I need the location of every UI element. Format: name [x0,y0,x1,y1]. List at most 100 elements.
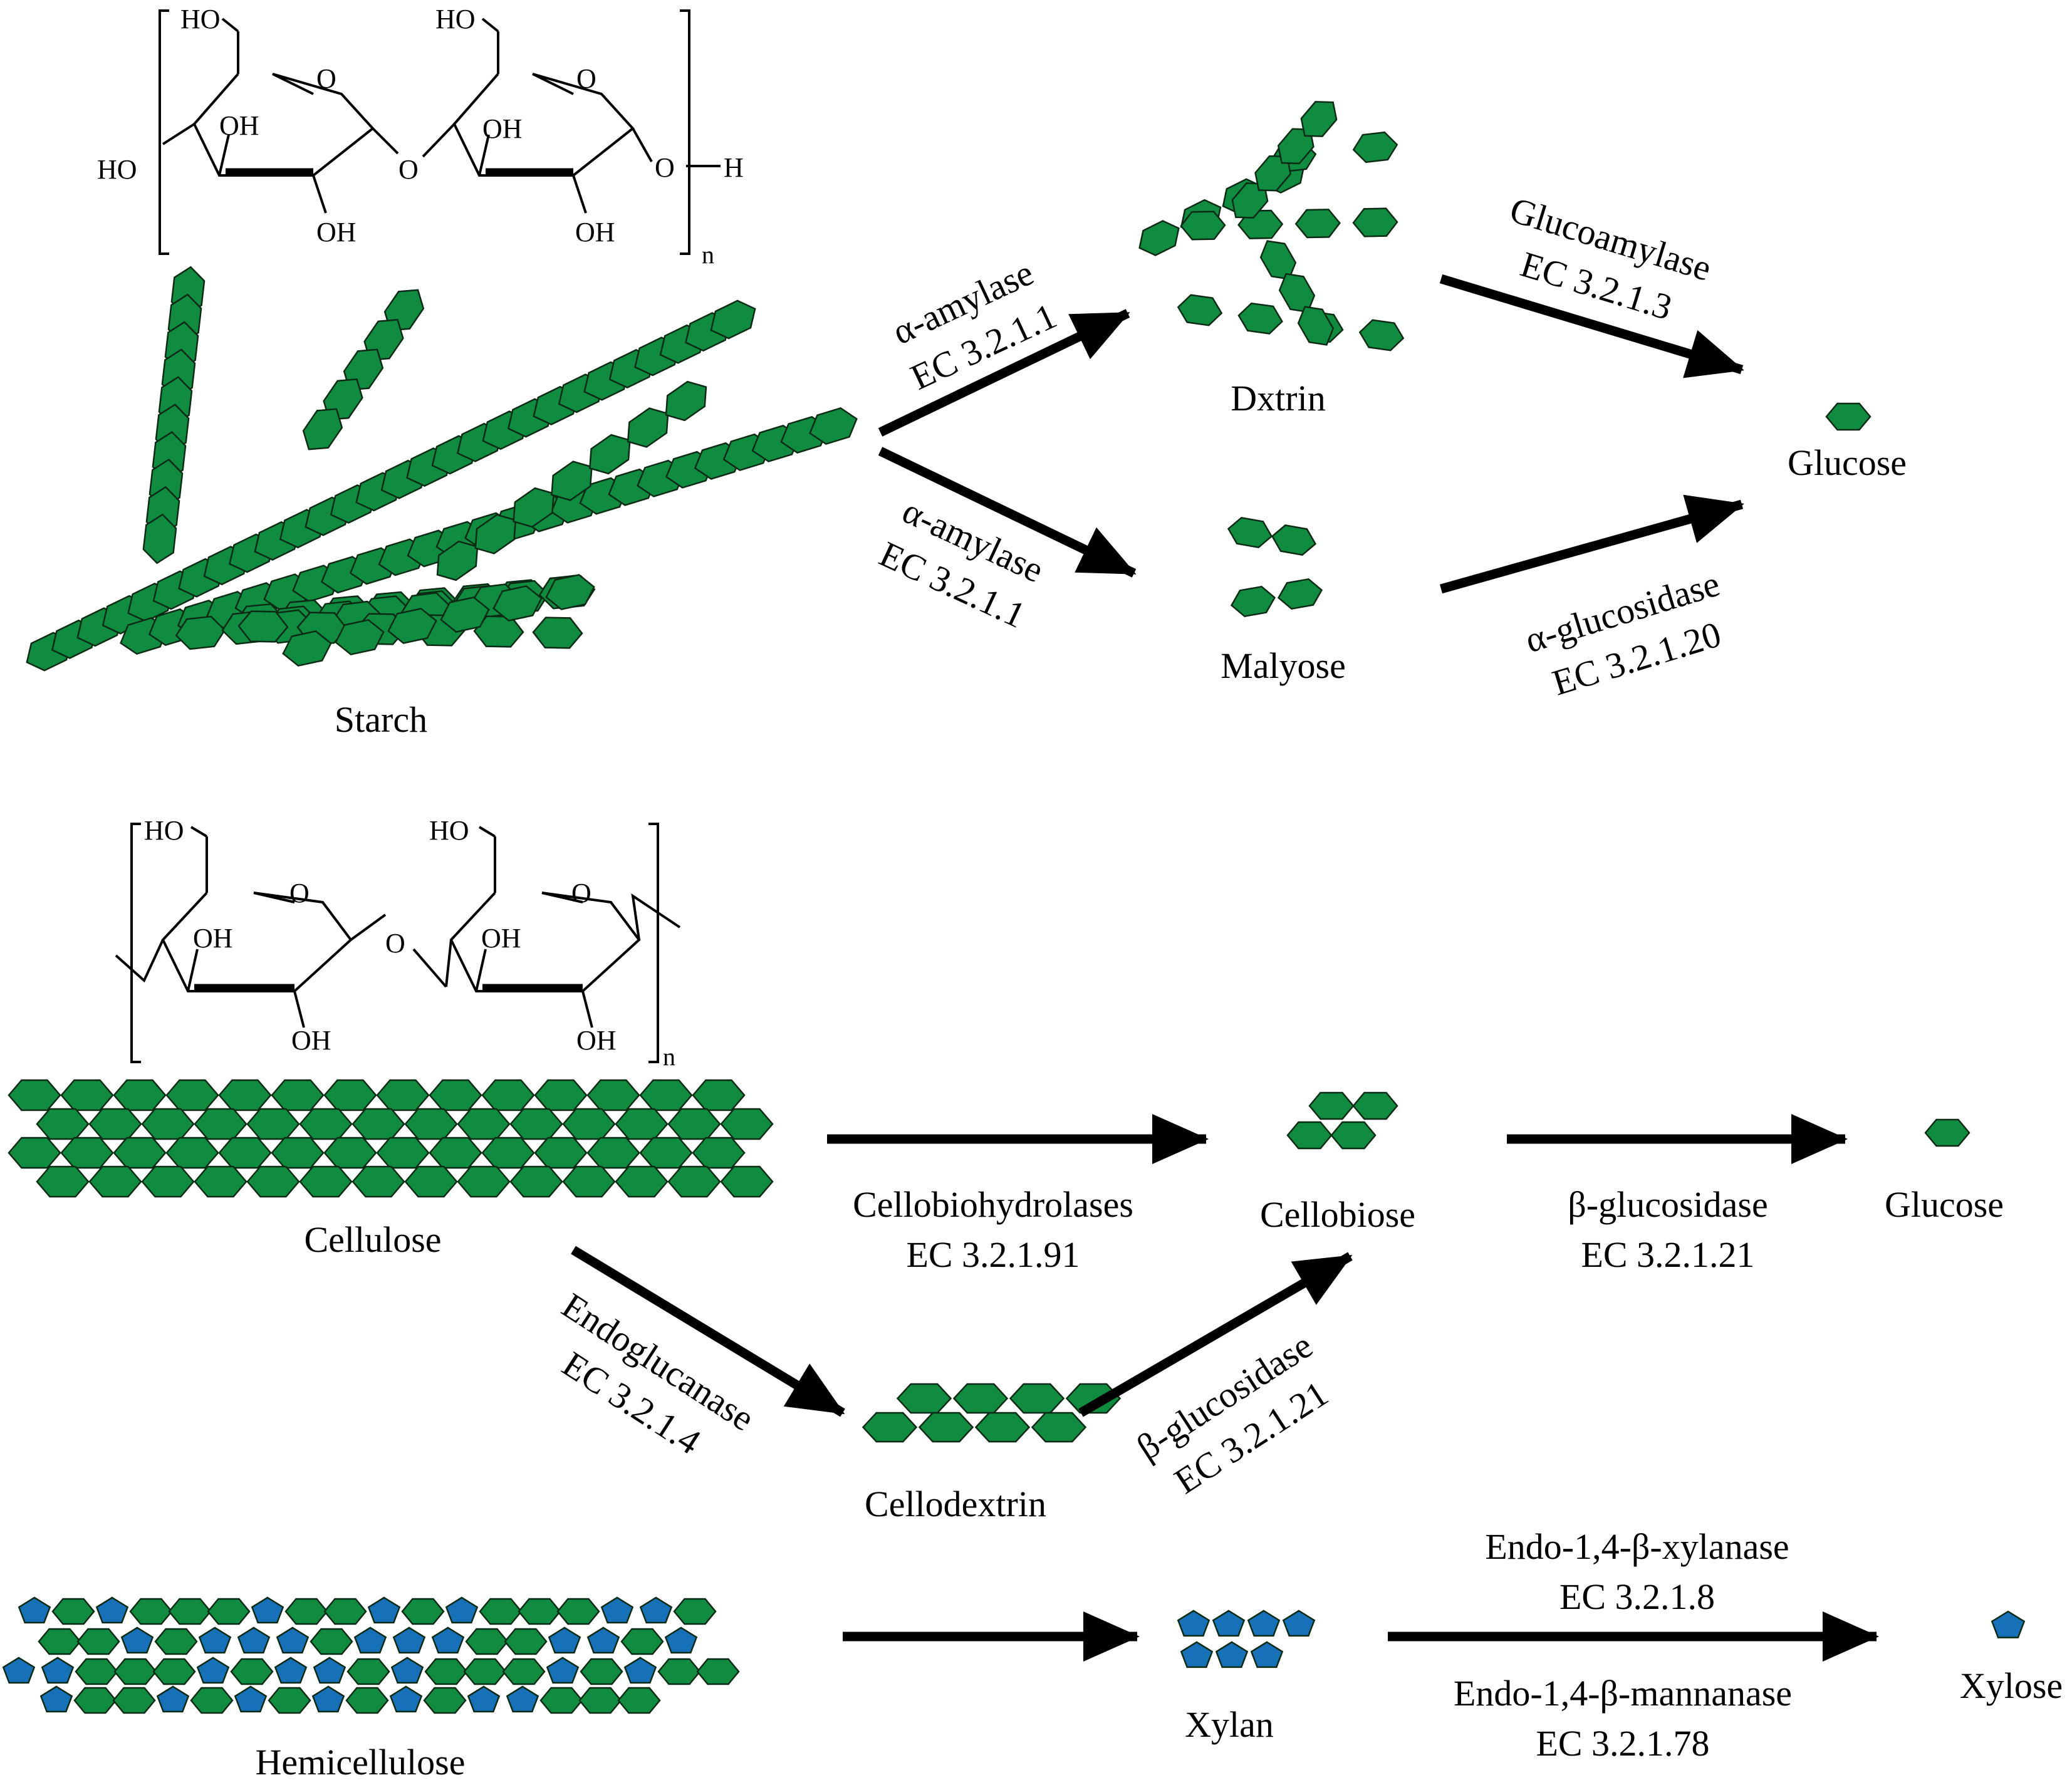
starch-ho-left: HO [97,154,137,185]
glucose-unit [376,1079,430,1111]
glucose-unit [218,1137,272,1169]
xylose-unit [1991,1610,2026,1638]
glucose-unit [562,1165,616,1198]
starch-bridge-o: O [398,154,419,185]
xylose-unit [313,1657,346,1684]
glucose-unit [282,630,332,667]
glucose-unit [323,1137,377,1169]
glucose-unit [918,1412,974,1443]
glucose-unit [504,1628,548,1655]
endoglucanase-tag: Endoglucanase EC 3.2.1.4 [555,1285,762,1462]
cellulose-molecule [8,1079,774,1198]
cellulose-oh-d: OH [576,1025,617,1056]
glucose-unit [1330,1121,1377,1150]
glucose-unit [473,615,524,648]
glucose-unit [1230,585,1276,618]
glucose-unit [129,1598,173,1625]
glucose-unit [580,1658,623,1685]
glucose-unit [299,1165,353,1198]
glucose-unit [88,1165,142,1198]
glucose-unit [1227,516,1273,549]
xylose-unit [1250,1641,1284,1668]
hemicellulose-molecule [2,1596,740,1714]
glucose-unit [323,1079,377,1111]
mannanase-enzyme: Endo-1,4-β-mannanase [1454,1673,1792,1714]
glucose-unit [1065,1383,1122,1414]
glucose-unit [154,1628,198,1655]
glucose-unit [1294,209,1341,239]
arrow-starch-to-maltose [878,447,1137,578]
glucose-molecule-cellulose [1924,1118,1970,1147]
starch-ho-top-right: HO [435,4,476,34]
xylose-unit [41,1657,75,1684]
glucose-unit [323,1598,367,1625]
xylose-unit [1247,1610,1281,1637]
amylase-maltose-tag: α-amylase EC 3.2.1.1 [873,490,1050,636]
cellulose-n: n [663,1043,675,1071]
glucose-unit [345,1687,389,1714]
xylose-unit [392,1626,426,1654]
xylose-unit [198,1626,232,1654]
cellulose-ho-b: HO [429,815,469,846]
starch-oh-c: OH [482,113,523,144]
starch-ring-o-a: O [316,63,336,94]
dextrin-molecule [1138,101,1405,351]
glucose-unit [509,1165,563,1198]
glucose-unit [457,1108,511,1140]
arrow-cellulose-to-cellodextrin [571,1246,845,1417]
arrow-dextrin-to-glucose [1439,274,1744,378]
glucose-unit [142,513,177,565]
starch-oh-a: OH [219,110,259,141]
starch-oh-d: OH [575,217,615,247]
glucose-unit [351,1165,405,1198]
cellulose-oh-a: OH [193,923,233,954]
glucose-unit [51,1598,95,1625]
maltose-label: Malyose [1221,645,1346,686]
glucose-unit [310,1628,353,1655]
xylanase-enzyme: Endo-1,4-β-xylanase [1485,1526,1789,1567]
glucose-unit [230,1658,274,1685]
glucose-unit [1138,220,1180,256]
xylose-unit [445,1596,479,1624]
glucose-unit [60,1137,114,1169]
glucose-unit [75,1658,118,1685]
starch-end-o: O [655,152,675,183]
glucose-unit [113,1658,157,1685]
xylose-unit [639,1596,673,1624]
glucose-unit [246,1165,300,1198]
glucose-unit [615,1108,669,1140]
cellodextrin-molecule [862,1383,1122,1443]
xylose-unit [506,1685,539,1713]
glucose-unit [1358,319,1405,351]
reaction-arrows [571,274,1879,1662]
glucose-unit [720,1108,774,1140]
xylose-unit [18,1596,51,1624]
glucose-unit [387,608,437,644]
glucose-unit [862,1412,918,1443]
glucose-unit [492,585,543,622]
glucose-unit [692,1137,746,1169]
cellobiose-molecule [1286,1091,1398,1150]
glucose-unit [8,1079,61,1111]
glucose-unit [639,1137,693,1169]
glucose-unit [404,1108,458,1140]
xylose-unit [367,1596,401,1624]
cellodextrin-glucosidase-tag: β-glucosidase EC 3.2.1.21 [1130,1324,1335,1501]
cellulose-ring-o-a: O [289,878,310,908]
glucose-unit [657,1658,701,1685]
xylanase-ec: EC 3.2.1.8 [1559,1576,1715,1617]
glucose-unit [518,1598,561,1625]
glucose-unit [36,1165,90,1198]
arrow-maltose-to-glucose [1439,494,1744,594]
glucose-unit [556,1598,600,1625]
glucose-unit [302,408,343,450]
glucose-unit [1286,1121,1333,1150]
dextrin-label: Dxtrin [1231,378,1325,419]
glucose-unit [194,1165,247,1198]
glucose-unit [424,1658,468,1685]
xylose-unit [546,1657,580,1684]
glucose-unit [246,1108,300,1140]
glucose-unit [692,1079,746,1111]
xylan-molecule [1177,1610,1316,1668]
xylose-unit [664,1626,698,1654]
